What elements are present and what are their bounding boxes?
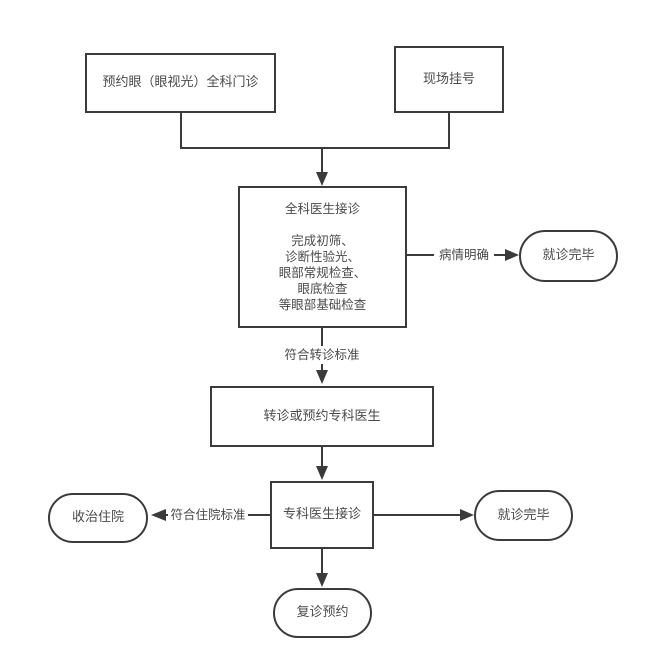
node-gp-visit: 全科医生接诊 完成初筛、 诊断性验光、 眼部常规检查、 眼底检查 等眼部基础检查 — [238, 186, 407, 328]
edge-label-referral-criteria: 符合转诊标准 — [282, 346, 362, 364]
node-gp-visit-detail: 眼部常规检查、 — [278, 265, 367, 280]
node-gp-visit-detail: 等眼部基础检查 — [278, 297, 367, 312]
node-onsite-register-label: 现场挂号 — [422, 71, 475, 87]
arrowhead-visit-done-top-icon — [505, 249, 519, 261]
arrowhead-into-gp-icon — [316, 172, 328, 186]
edge-label-admission-criteria: 符合住院标准 — [168, 506, 248, 524]
node-visit-done-top: 就诊完毕 — [519, 230, 618, 282]
node-visit-done-bottom-label: 就诊完毕 — [497, 507, 550, 523]
edge-label-condition-clear: 病情明确 — [434, 246, 494, 264]
node-book-clinic-label: 预约眼（眼视光）全科门诊 — [102, 75, 259, 90]
arrowhead-admit-icon — [151, 509, 166, 521]
node-onsite-register: 现场挂号 — [394, 46, 504, 113]
arrowhead-specialist-icon — [316, 466, 328, 480]
node-specialist: 专科医生接诊 — [270, 481, 374, 549]
node-gp-visit-title: 全科医生接诊 — [284, 201, 360, 216]
node-gp-visit-detail: 诊断性验光、 — [284, 249, 360, 264]
node-gp-visit-content: 全科医生接诊 完成初筛、 诊断性验光、 眼部常规检查、 眼底检查 等眼部基础检查 — [279, 201, 367, 313]
node-specialist-label: 专科医生接诊 — [282, 507, 361, 522]
node-admit: 收治住院 — [48, 493, 148, 543]
node-book-clinic: 预约眼（眼视光）全科门诊 — [85, 53, 276, 113]
arrowhead-visit-done-bottom-icon — [460, 509, 474, 521]
arrowhead-followup-icon — [316, 573, 328, 587]
node-admit-label: 收治住院 — [71, 510, 124, 525]
node-visit-done-bottom: 就诊完毕 — [474, 490, 573, 541]
node-referral-label: 转诊或预约专科医生 — [263, 408, 381, 424]
node-followup-label: 复诊预约 — [296, 605, 349, 620]
node-referral: 转诊或预约专科医生 — [210, 386, 434, 447]
node-followup: 复诊预约 — [273, 588, 372, 638]
node-visit-done-top-label: 就诊完毕 — [542, 248, 595, 263]
arrowhead-referral-icon — [316, 370, 328, 384]
node-gp-visit-detail: 完成初筛、 — [291, 233, 354, 248]
node-gp-visit-detail: 眼底检查 — [297, 281, 348, 296]
